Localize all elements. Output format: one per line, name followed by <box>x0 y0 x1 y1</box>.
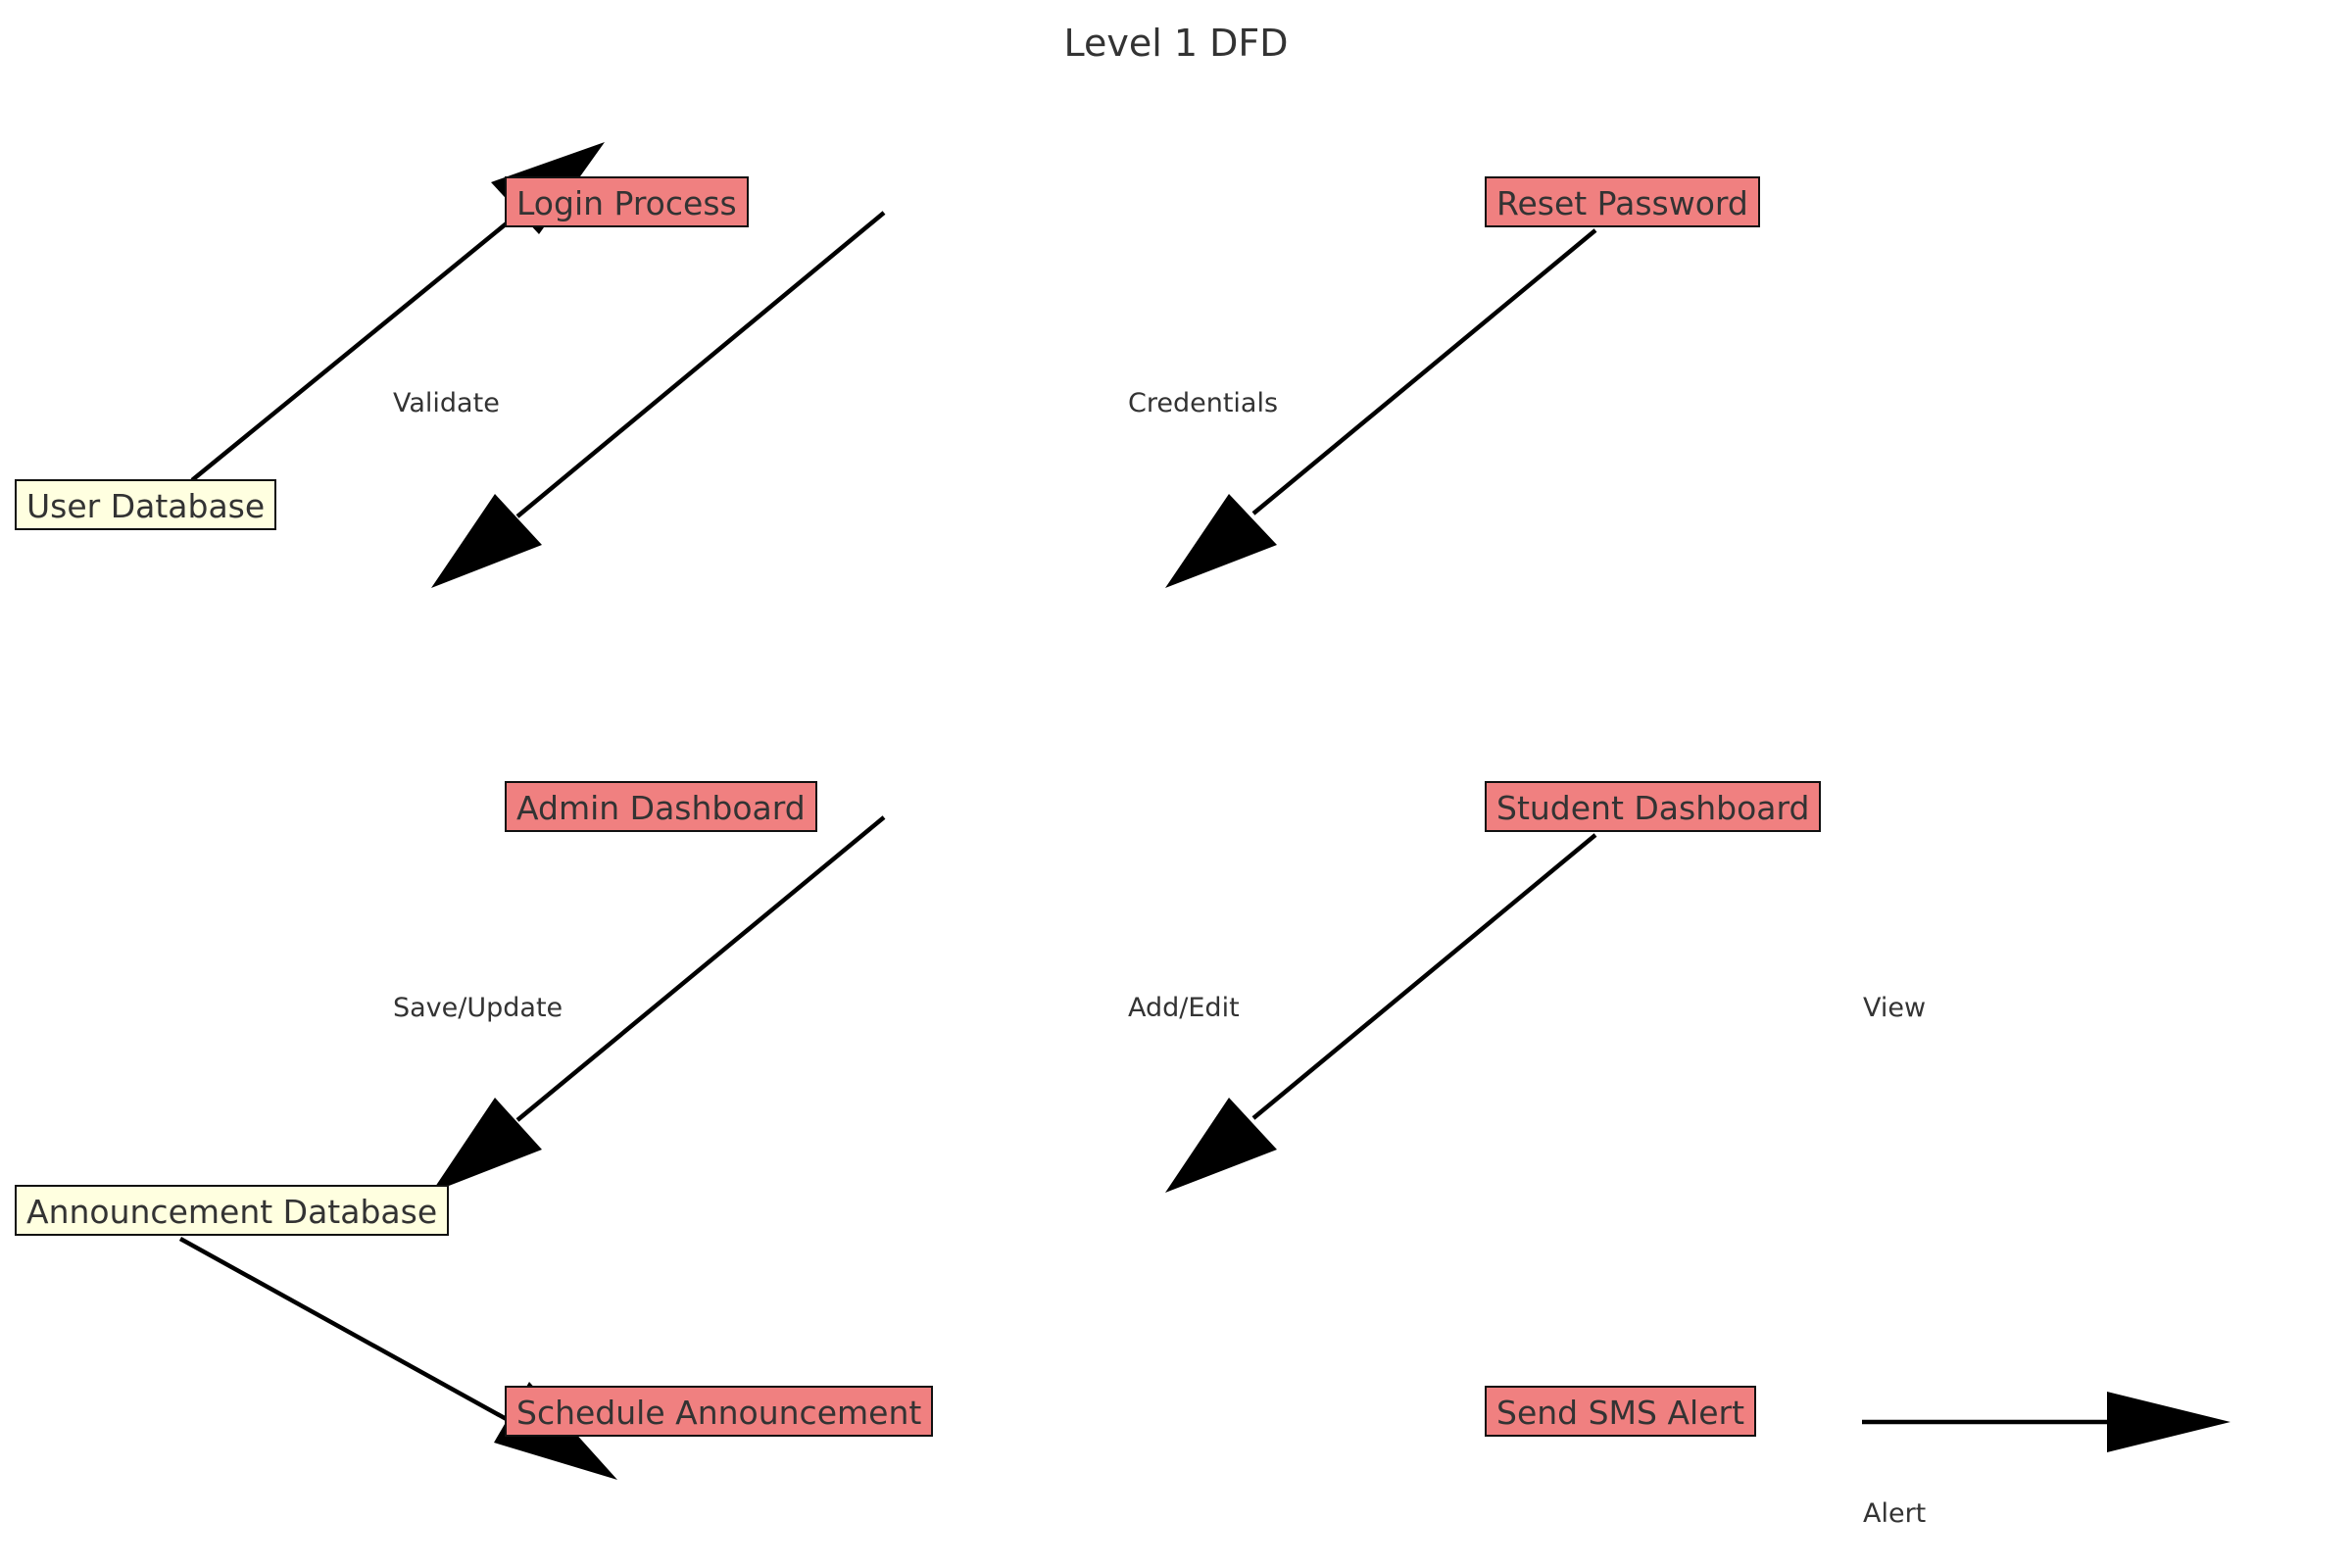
send-sms-alert-node[interactable]: Send SMS Alert <box>1485 1386 1757 1437</box>
user-database-node[interactable]: User Database <box>15 479 277 530</box>
admin-dashboard-node[interactable]: Admin Dashboard <box>505 781 817 832</box>
login-process-node[interactable]: Login Process <box>505 176 749 227</box>
flow-label-alert: Alert <box>1863 1498 1927 1529</box>
arrow-validate <box>431 211 886 588</box>
student-dashboard-node[interactable]: Student Dashboard <box>1485 781 1822 832</box>
arrow-announcement-db-to-schedule <box>178 1237 617 1480</box>
arrow-add-edit <box>1165 833 1597 1193</box>
diagram-title: Level 1 DFD <box>1063 22 1289 65</box>
schedule-announcement-node[interactable]: Schedule Announcement <box>505 1386 934 1437</box>
flow-label-view: View <box>1863 993 1927 1023</box>
arrow-alert <box>1862 1392 2230 1452</box>
arrow-credentials <box>1165 228 1597 588</box>
flow-label-validate: Validate <box>393 388 500 418</box>
announcement-database-node[interactable]: Announcement Database <box>15 1185 450 1236</box>
flow-label-save-update: Save/Update <box>393 993 564 1023</box>
flow-label-add-edit: Add/Edit <box>1128 993 1240 1023</box>
flow-label-credentials: Credentials <box>1128 388 1279 418</box>
arrow-save-update <box>431 815 886 1193</box>
reset-password-node[interactable]: Reset Password <box>1485 176 1760 227</box>
